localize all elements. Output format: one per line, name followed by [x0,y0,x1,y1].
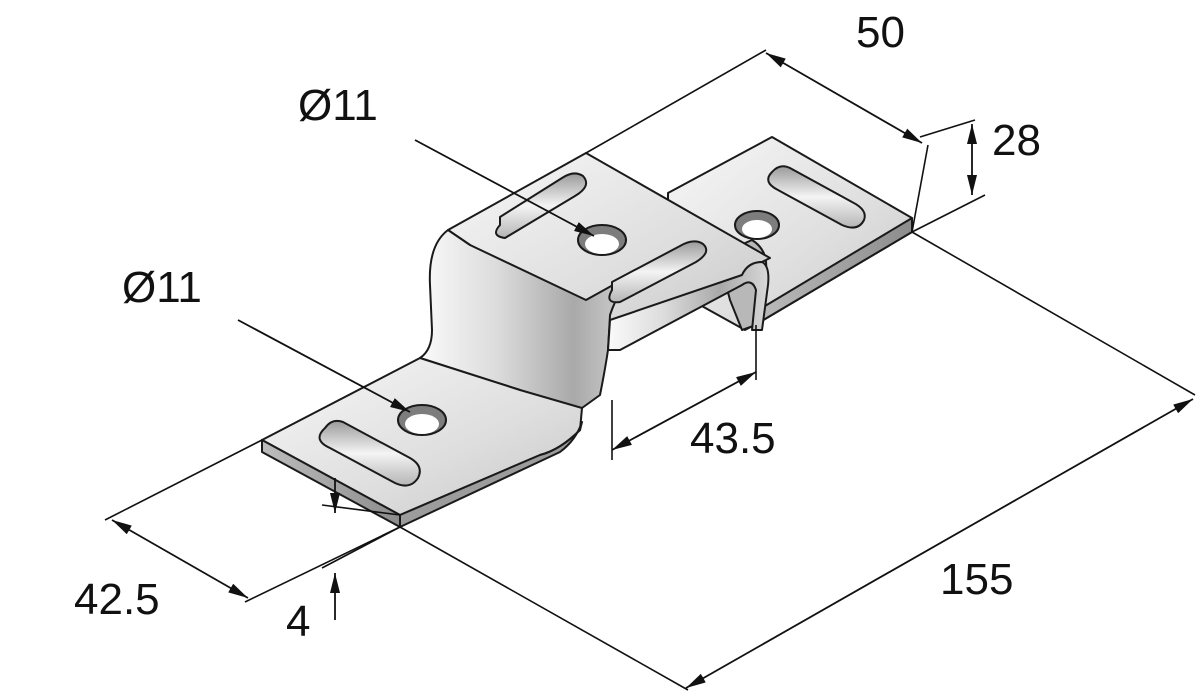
slot-top-right [608,240,708,304]
dim-4-label: 4 [286,597,310,646]
dim-hole-left-label: Ø11 [122,263,202,312]
dim-hole-top-label: Ø11 [298,81,378,130]
hole-top [577,224,627,256]
dim-42-5-label: 42.5 [74,575,160,624]
dimension-lines [111,52,1194,689]
dim-50-label: 50 [856,8,905,57]
dim-43-5-label: 43.5 [690,414,776,463]
slot-left [318,419,421,487]
dim-42-5-line [111,519,249,599]
hole-right [734,210,780,240]
dim-155-line [685,398,1194,689]
leader-top-hole [414,139,595,237]
slot-right [767,165,866,229]
slot-top-left [495,172,588,239]
leader-left-hole [237,319,411,413]
channel-wall [607,261,770,351]
dim-50-line [765,52,923,144]
left-plate-edge-front [399,421,583,528]
dimension-labels: 50 28 Ø11 Ø11 43.5 155 42.5 4 [74,8,1041,646]
dim-155-label: 155 [940,555,1013,604]
extension-lines [104,49,1196,691]
hole-leaders [237,139,595,413]
hole-left [397,404,447,436]
dim-28-label: 28 [992,116,1041,165]
bracket-part [261,136,913,528]
dim-43-5-line [611,371,757,451]
